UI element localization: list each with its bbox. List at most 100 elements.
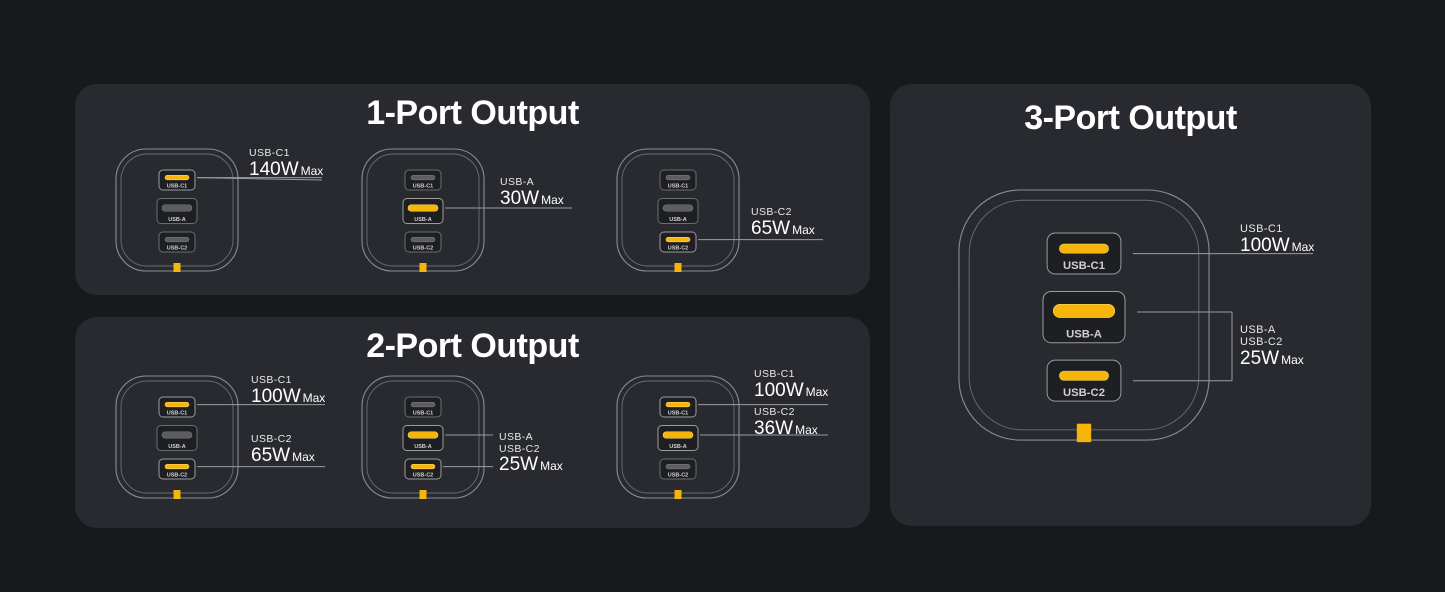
two-port-charger-diagrams: USB-C1USB-AUSB-C2USB-C1USB-AUSB-C2USB-C1… xyxy=(115,375,828,499)
wattage: 100W xyxy=(754,379,804,401)
port-a-icon xyxy=(1052,303,1116,318)
port-name: USB-A xyxy=(1240,324,1276,336)
wattage: 100W xyxy=(251,385,301,407)
port-c1-icon xyxy=(410,402,436,408)
port-a-label: USB-A xyxy=(414,217,431,223)
port-a-icon xyxy=(662,204,694,212)
port-c2-icon xyxy=(665,237,691,243)
port-name: USB-C1 xyxy=(754,368,795,380)
wattage: 25W xyxy=(1240,348,1280,369)
max-text: Max xyxy=(302,390,326,405)
port-name: USB-C2 xyxy=(251,433,292,445)
port-name: USB-C2 xyxy=(754,406,795,418)
port-a-label: USB-A xyxy=(168,444,185,450)
port-name: USB-C1 xyxy=(1240,223,1283,235)
port-name: USB-A xyxy=(499,431,534,443)
port-c2-label: USB-C2 xyxy=(167,246,187,252)
port-a-label: USB-A xyxy=(669,217,686,223)
port-a-icon xyxy=(161,204,193,212)
max-text: Max xyxy=(792,222,815,237)
port-c1-icon xyxy=(164,175,190,181)
port-c2-icon xyxy=(164,237,190,243)
cable-notch-icon xyxy=(674,490,682,499)
port-name: USB-C2 xyxy=(499,442,540,455)
wattage: 30W xyxy=(500,187,540,209)
cable-notch-icon xyxy=(674,263,682,272)
cable-notch-icon xyxy=(173,490,181,499)
port-c2-label: USB-C2 xyxy=(167,473,187,479)
port-c1-label: USB-C1 xyxy=(167,184,187,190)
port-c2-icon xyxy=(410,237,436,243)
port-name: USB-C1 xyxy=(251,374,292,386)
port-c2-label: USB-C2 xyxy=(668,473,688,479)
port-c2-label: USB-C2 xyxy=(413,473,433,479)
wattage: 140W xyxy=(249,158,299,180)
port-c1-icon xyxy=(410,175,436,181)
port-c1-label: USB-C1 xyxy=(1063,260,1105,272)
port-c2-label: USB-C2 xyxy=(413,246,433,252)
port-name: USB-C2 xyxy=(1240,336,1283,348)
wattage: 65W xyxy=(251,444,291,466)
port-c1-label: USB-C1 xyxy=(413,411,433,417)
port-c1-icon xyxy=(1059,243,1109,254)
port-name: USB-C1 xyxy=(249,147,290,159)
port-c1-icon xyxy=(665,175,691,181)
max-text: Max xyxy=(795,422,818,437)
port-c2-icon xyxy=(665,464,691,470)
port-c2-icon xyxy=(164,464,190,470)
port-c1-icon xyxy=(164,402,190,408)
port-c1-label: USB-C1 xyxy=(413,184,433,190)
port-c2-housing xyxy=(1046,359,1122,402)
cable-notch-icon xyxy=(1076,423,1092,443)
port-a-icon xyxy=(407,431,439,439)
max-text: Max xyxy=(1291,240,1315,254)
three-port-output-title: 3-Port Output xyxy=(1024,99,1237,137)
port-a-icon xyxy=(662,431,694,439)
max-text: Max xyxy=(292,449,315,464)
port-a-label: USB-A xyxy=(168,217,185,223)
cable-notch-icon xyxy=(419,490,427,499)
cable-notch-icon xyxy=(419,263,427,272)
max-text: Max xyxy=(541,192,564,207)
cable-notch-icon xyxy=(173,263,181,272)
port-c1-label: USB-C1 xyxy=(167,411,187,417)
max-text: Max xyxy=(300,163,324,178)
wattage: 65W xyxy=(751,217,791,239)
port-c2-label: USB-C2 xyxy=(668,246,688,252)
wattage: 100W xyxy=(1240,235,1290,256)
port-name: USB-A xyxy=(500,176,535,188)
port-c2-icon xyxy=(410,464,436,470)
port-name: USB-C2 xyxy=(751,206,792,218)
two-port-output-title: 2-Port Output xyxy=(366,327,579,365)
wattage: 25W xyxy=(499,454,539,475)
max-text: Max xyxy=(805,384,829,399)
max-text: Max xyxy=(1281,353,1304,367)
port-a-icon xyxy=(161,431,193,439)
port-c1-label: USB-C1 xyxy=(668,411,688,417)
one-port-output-title: 1-Port Output xyxy=(366,94,579,132)
port-c2-icon xyxy=(1059,370,1109,381)
port-c1-icon xyxy=(665,402,691,408)
port-a-label: USB-A xyxy=(669,444,686,450)
wattage: 36W xyxy=(754,417,794,439)
port-a-label: USB-A xyxy=(1066,329,1102,341)
port-c1-label: USB-C1 xyxy=(668,184,688,190)
port-a-icon xyxy=(407,204,439,212)
port-c1-housing xyxy=(1046,232,1122,275)
